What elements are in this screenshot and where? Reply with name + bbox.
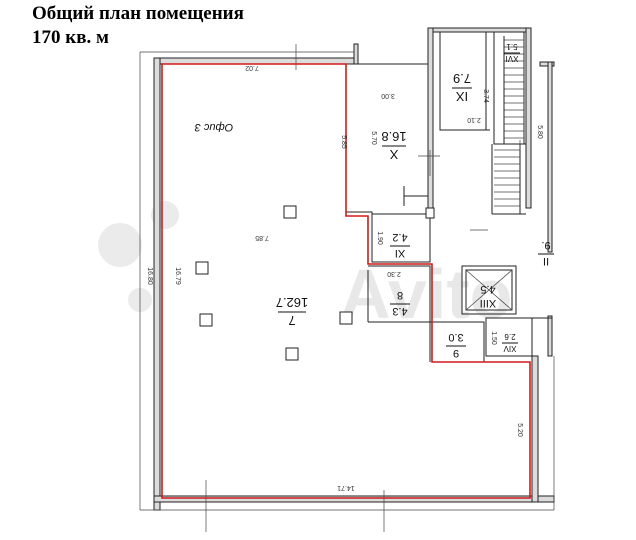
plan-title: Общий план помещения 170 кв. м xyxy=(32,2,244,50)
watermark-avito: Avito xyxy=(98,201,512,333)
dim-room-x-side: 5.70 xyxy=(370,131,377,145)
walls xyxy=(139,27,555,511)
room-ii-label: II 9. xyxy=(538,239,554,267)
partitions xyxy=(345,31,552,362)
dim-room-xiv-side: 1.50 xyxy=(490,331,497,345)
svg-text:7: 7 xyxy=(288,313,295,328)
svg-text:5.1: 5.1 xyxy=(506,42,518,51)
watermark-text: Avito xyxy=(340,255,512,333)
svg-text:8: 8 xyxy=(397,289,403,301)
svg-text:9: 9 xyxy=(453,347,459,359)
room-x-label: X 16.8 xyxy=(381,129,406,162)
svg-text:IX: IX xyxy=(456,89,469,104)
title-line-2: 170 кв. м xyxy=(32,27,109,48)
dim-room-ix-side: 3.74 xyxy=(482,89,489,103)
svg-text:2.6: 2.6 xyxy=(504,332,516,341)
dim-main-inner: 7.85 xyxy=(255,234,269,241)
svg-text:162.7: 162.7 xyxy=(276,295,309,310)
svg-text:7.9: 7.9 xyxy=(453,71,471,86)
dim-left-outer: 16.80 xyxy=(146,267,153,285)
svg-text:X: X xyxy=(389,147,398,162)
title-line-1: Общий план помещения xyxy=(32,3,244,24)
svg-text:XIV: XIV xyxy=(503,344,517,353)
axis-marks xyxy=(205,44,521,532)
svg-text:II: II xyxy=(543,255,549,267)
svg-text:4.5: 4.5 xyxy=(480,283,495,295)
svg-text:XI: XI xyxy=(395,247,405,259)
room-xvi-label: XVI 5.1 xyxy=(504,42,520,63)
dim-room-8-top: 2.30 xyxy=(387,270,401,277)
room-ix-label: IX 7.9 xyxy=(452,71,472,104)
dim-room-ix-bottom: 2.10 xyxy=(467,116,481,123)
dim-top: 7.02 xyxy=(245,64,259,71)
dim-left-inner: 16.79 xyxy=(174,267,181,285)
room-xi-label: XI 4.2 xyxy=(390,231,410,259)
office-outline xyxy=(161,63,531,499)
room-8-label: 4.3 8 xyxy=(390,289,410,317)
svg-text:16.8: 16.8 xyxy=(381,129,406,144)
svg-text:4.3: 4.3 xyxy=(392,305,407,317)
svg-text:XIII: XIII xyxy=(480,297,497,309)
svg-text:9.: 9. xyxy=(541,239,550,251)
dim-room-x-outer: 5.85 xyxy=(340,135,347,149)
office-label: Офис 3 xyxy=(194,121,233,133)
room-xiv-label: XIV 2.6 xyxy=(502,332,518,353)
room-9-label: 9 3.0 xyxy=(446,331,466,359)
dim-bottom: 14.71 xyxy=(337,484,355,491)
main-room-label: 7 162.7 xyxy=(276,295,309,328)
svg-text:4.2: 4.2 xyxy=(392,231,407,243)
dim-room-x-top: 3.00 xyxy=(381,92,395,99)
svg-text:3.0: 3.0 xyxy=(448,331,463,343)
stair-treads xyxy=(494,36,524,207)
dim-right-lower: 5.20 xyxy=(516,423,523,437)
dim-stair-side: 5.80 xyxy=(536,125,543,139)
room-xiii-label: XIII 4.5 xyxy=(480,283,497,309)
svg-text:XVI: XVI xyxy=(506,54,519,63)
labels: Офис 3 7 162.7 X 16.8 IX 7.9 XI 4.2 4.3 … xyxy=(146,42,554,491)
dim-room-xi-side: 1.90 xyxy=(376,231,383,245)
columns xyxy=(195,205,353,361)
